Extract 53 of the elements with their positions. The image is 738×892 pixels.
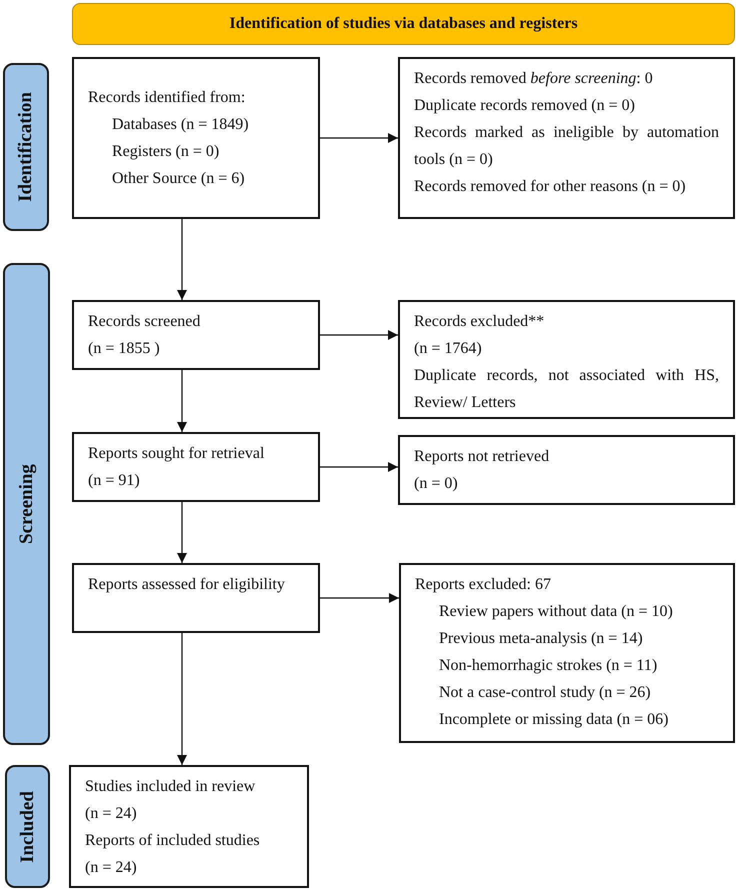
box-text: (n = 1764): [414, 339, 483, 359]
box-text: Other Source (n = 6): [111, 169, 246, 189]
arrow: [177, 502, 187, 563]
process-box: [398, 300, 735, 419]
process-box: [69, 765, 309, 888]
box-text: Reports assessed for eligibility: [88, 575, 286, 595]
box-text: (n = 91): [88, 471, 141, 491]
arrow: [320, 330, 398, 340]
box-text: (n = 24): [85, 858, 138, 878]
box-text: Non-hemorrhagic strokes (n = 11): [438, 656, 658, 676]
box-text: Incomplete or missing data (n = 06): [438, 710, 670, 730]
box-text: (n = 0): [414, 474, 459, 494]
box-text: Records screened: [88, 312, 202, 332]
arrow: [177, 633, 187, 765]
process-box: [72, 432, 320, 502]
header-banner: [72, 3, 735, 45]
box-text: Reports excluded: 67: [415, 575, 552, 595]
box-text: Reports sought for retrieval: [88, 444, 266, 464]
box-text: Duplicate records, not associated with HS, Review/ Letters: [414, 366, 719, 413]
arrow: [177, 370, 187, 432]
box-text: Reports of included studies: [85, 831, 261, 851]
box-text: Records marked as ineligible by automation tools (n = 0): [414, 123, 719, 170]
arrow: [320, 593, 399, 603]
process-box: [72, 57, 320, 219]
box-text: Previous meta-analysis (n = 14): [438, 629, 644, 649]
phase-label: Screening: [16, 464, 38, 544]
process-box: [398, 435, 735, 505]
process-box: [398, 57, 735, 219]
arrow: [177, 219, 187, 300]
box-text: Duplicate records removed (n = 0): [414, 96, 636, 116]
arrow: [320, 133, 398, 143]
box-text: (n = 24): [85, 804, 138, 824]
box-text: Records removed for other reasons (n = 0): [414, 177, 687, 197]
box-text: (n = 1855 ): [88, 339, 161, 359]
banner-title: Identification of studies via databases and registers: [229, 15, 578, 33]
phase-label-bar: [3, 63, 49, 231]
box-text: Records excluded**: [414, 312, 546, 332]
phase-label: Included: [16, 790, 38, 862]
process-box: [72, 300, 320, 370]
box-text: Records identified from:: [88, 88, 246, 108]
box-text: Review papers without data (n = 10): [438, 602, 674, 622]
box-text: Reports not retrieved: [414, 447, 550, 467]
phase-label-bar: [5, 765, 50, 888]
box-text: Registers (n = 0): [111, 142, 220, 162]
arrow: [320, 462, 398, 472]
box-text: Databases (n = 1849): [111, 115, 250, 135]
box-text: Records removed before screening: 0: [414, 69, 654, 89]
process-box: [72, 563, 320, 633]
box-text: Not a case-control study (n = 26): [438, 683, 652, 703]
process-box: [399, 563, 735, 743]
phase-label: Identification: [15, 92, 37, 202]
phase-label-bar: [3, 263, 50, 745]
box-text: Studies included in review: [85, 777, 256, 797]
